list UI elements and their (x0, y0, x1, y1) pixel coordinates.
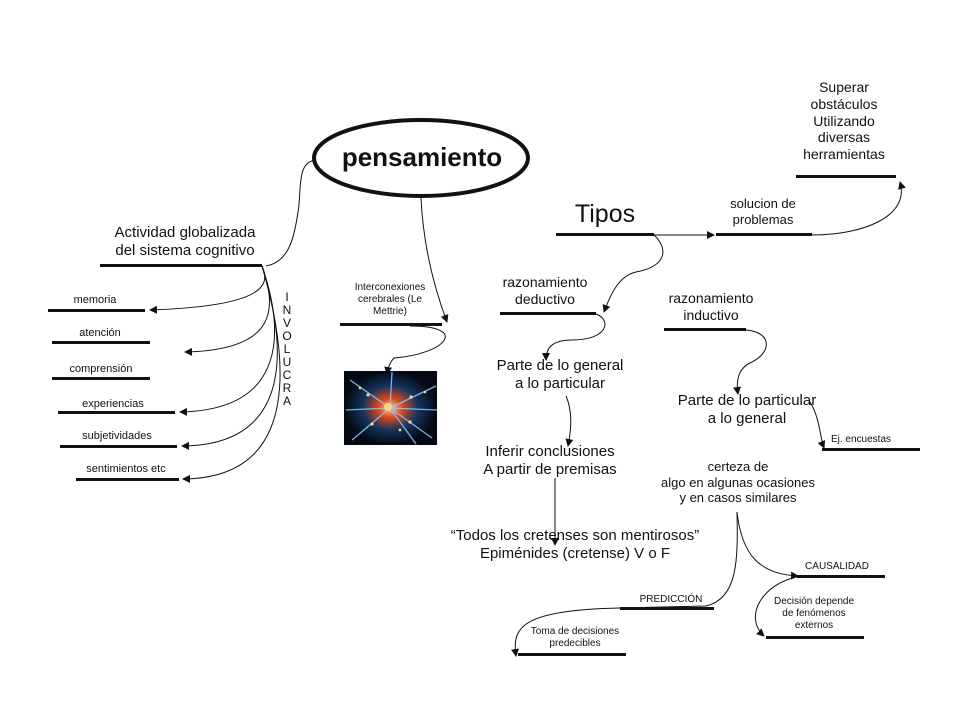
general-particular-label: Parte de lo general a lo particular (480, 357, 640, 393)
item-experiencias-underline (58, 411, 175, 414)
item-atencion: atención (65, 327, 135, 340)
item-sentimientos-underline (76, 478, 179, 481)
item-experiencias: experiencias (70, 398, 156, 411)
item-comprension-underline (52, 377, 150, 380)
cretenses-example: “Todos los cretenses son mentirosos” Epi… (430, 527, 720, 563)
solucion-underline (716, 233, 812, 236)
interconexiones-underline (340, 323, 442, 326)
item-subjetividades-underline (60, 445, 177, 448)
item-comprension: comprensión (58, 363, 144, 376)
neuron-image (344, 371, 437, 445)
prediccion-underline (620, 607, 714, 610)
deductivo-underline (500, 312, 596, 315)
left-branch-title: Actividad globalizada del sistema cognit… (90, 224, 280, 260)
inferir-label: Inferir conclusiones A partir de premisa… (470, 443, 630, 479)
causalidad-underline (797, 575, 885, 578)
tipos-underline (556, 233, 654, 236)
deductivo-label: razonamiento deductivo (490, 274, 600, 308)
particular-general-label: Parte de lo particular a lo general (666, 392, 828, 428)
certeza-label: certeza de algo en algunas ocasiones y e… (648, 459, 828, 506)
item-atencion-underline (52, 341, 150, 344)
causalidad-label: CAUSALIDAD (797, 561, 877, 573)
causalidad-detail: Decisión depende de fenómenos externos (760, 596, 868, 632)
encuestas-underline (822, 448, 920, 451)
prediccion-detail: Toma de decisiones predecibles (520, 626, 630, 650)
causalidad-detail-underline (766, 636, 864, 639)
interconexiones-label: Interconexiones cerebrales (Le Mettrie) (340, 282, 440, 318)
item-memoria-underline (48, 309, 145, 312)
inductivo-underline (664, 328, 746, 331)
prediccion-label: PREDICCIÓN (630, 594, 712, 606)
prediccion-detail-underline (518, 653, 626, 656)
tipos-label: Tipos (560, 199, 650, 229)
superar-label: Superar obstáculos Utilizando diversas h… (790, 79, 898, 163)
left-branch-underline (100, 264, 262, 267)
item-subjetividades: subjetividades (72, 430, 162, 443)
encuestas-label: Ej. encuestas (826, 434, 896, 446)
central-topic: pensamiento (316, 142, 528, 173)
superar-underline (796, 175, 896, 178)
solucion-label: solucion de problemas (712, 196, 814, 227)
inductivo-label: razonamiento inductivo (656, 290, 766, 324)
item-memoria: memoria (60, 294, 130, 307)
item-sentimientos: sentimientos etc (76, 463, 176, 476)
